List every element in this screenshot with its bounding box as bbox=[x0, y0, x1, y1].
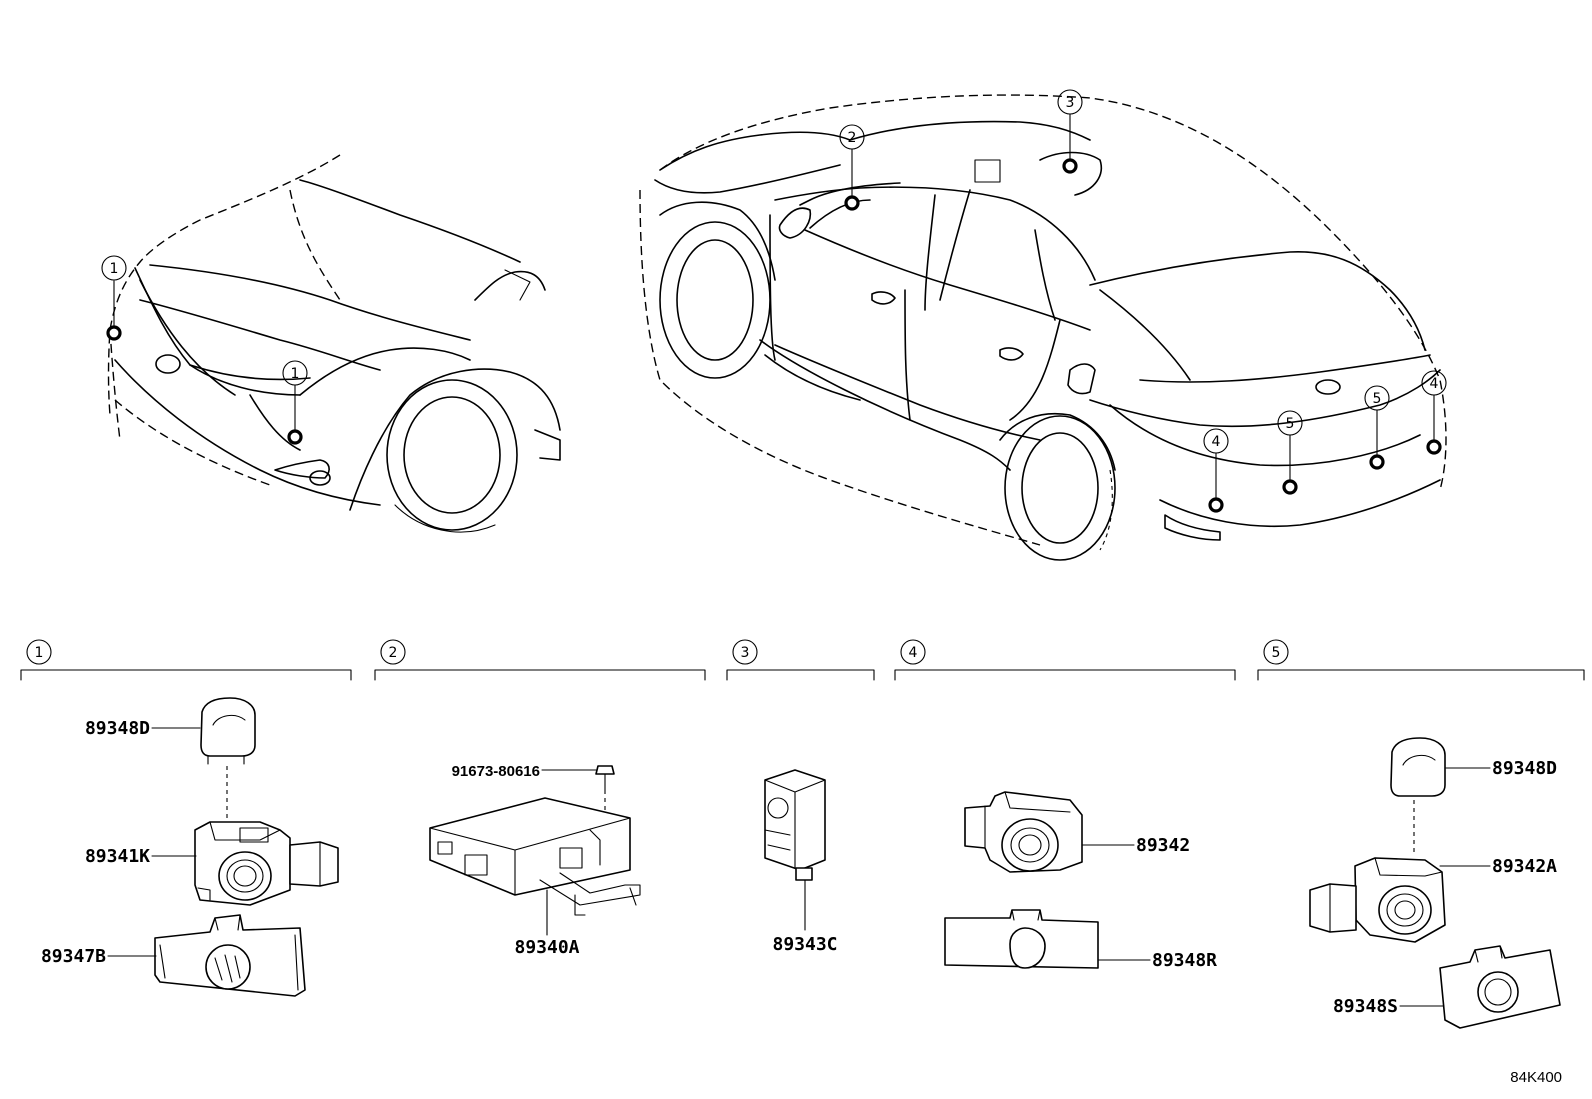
front-car-view bbox=[106, 154, 561, 533]
rear-car-view bbox=[639, 94, 1447, 561]
sensor-cover-part bbox=[200, 697, 256, 765]
callout-circle bbox=[1364, 385, 1390, 411]
group-3-parts: 89343C bbox=[764, 769, 838, 955]
diagram-code: 84K400 bbox=[1510, 1069, 1562, 1086]
front-left-sensor-marker bbox=[106, 325, 122, 341]
part-label-89343C: 89343C bbox=[772, 934, 837, 955]
group-5-header: 5 bbox=[1257, 639, 1585, 681]
callout-number: 1 bbox=[110, 261, 119, 277]
rear-left-corner-sensor-marker bbox=[1208, 497, 1224, 513]
group-1-header: 1 bbox=[20, 639, 352, 681]
group-number: 3 bbox=[741, 645, 750, 661]
group-4-header: 4 bbox=[894, 639, 1236, 681]
callout-number: 3 bbox=[1066, 95, 1075, 111]
callout-number: 4 bbox=[1430, 376, 1439, 392]
sensor-part bbox=[194, 821, 339, 906]
rear-center-left-sensor-marker bbox=[1282, 479, 1298, 495]
retainer-part bbox=[944, 909, 1099, 969]
part-label-89340A: 89340A bbox=[514, 937, 579, 958]
callout-circle bbox=[101, 255, 127, 281]
group-number: 4 bbox=[909, 645, 918, 661]
rear-right-corner-sensor-marker bbox=[1426, 439, 1442, 455]
part-label-89348D: 89348D bbox=[1492, 758, 1557, 779]
callout-circle bbox=[1277, 410, 1303, 436]
group-1-parts: 89348D 89341K 89347B bbox=[41, 697, 339, 997]
front-center-sensor-marker bbox=[287, 429, 303, 445]
location-callouts: 1 1 2 3 4 4 5 5 bbox=[101, 89, 1447, 454]
group-number: 2 bbox=[389, 645, 398, 661]
callout-number: 2 bbox=[848, 130, 857, 146]
sensor-part bbox=[964, 791, 1083, 873]
g-sensor-part bbox=[764, 769, 826, 881]
part-label-89342: 89342 bbox=[1136, 835, 1190, 856]
callout-number: 5 bbox=[1373, 391, 1382, 407]
rear-center-right-sensor-marker bbox=[1369, 454, 1385, 470]
callout-number: 4 bbox=[1212, 434, 1221, 450]
sensor-part bbox=[1309, 857, 1446, 943]
group-4-parts: 89342 89348R bbox=[944, 791, 1217, 971]
part-label-91673-80616: 91673-80616 bbox=[452, 763, 540, 780]
retainer-part bbox=[1439, 945, 1561, 1029]
callout-number: 1 bbox=[291, 366, 300, 382]
group-number: 5 bbox=[1272, 645, 1281, 661]
sensor-cover-part bbox=[1390, 737, 1446, 797]
callout-circle bbox=[1203, 428, 1229, 454]
ecu-module-part bbox=[429, 797, 641, 916]
retainer-part bbox=[154, 914, 306, 997]
group-5-parts: 89348D 89342A 89348S bbox=[1309, 737, 1561, 1029]
group-headers: 1 2 3 4 5 bbox=[20, 639, 1585, 681]
part-label-89348R: 89348R bbox=[1152, 950, 1217, 971]
part-label-89348D: 89348D bbox=[85, 718, 150, 739]
group-number: 1 bbox=[35, 645, 44, 661]
callout-circle bbox=[282, 360, 308, 386]
callout-circle bbox=[1057, 89, 1083, 115]
group-2-parts: 91673-80616 89340A bbox=[429, 763, 641, 958]
callout-number: 5 bbox=[1286, 416, 1295, 432]
rear-module-marker bbox=[1062, 158, 1078, 174]
part-label-89342A: 89342A bbox=[1492, 856, 1557, 877]
group-3-header: 3 bbox=[726, 639, 875, 681]
group-2-header: 2 bbox=[374, 639, 706, 681]
part-label-89347B: 89347B bbox=[41, 946, 106, 967]
part-label-89341K: 89341K bbox=[85, 846, 150, 867]
callout-circle bbox=[839, 124, 865, 150]
part-label-89348S: 89348S bbox=[1333, 996, 1398, 1017]
callout-circle bbox=[1421, 370, 1447, 396]
cabin-module-marker bbox=[844, 195, 860, 211]
